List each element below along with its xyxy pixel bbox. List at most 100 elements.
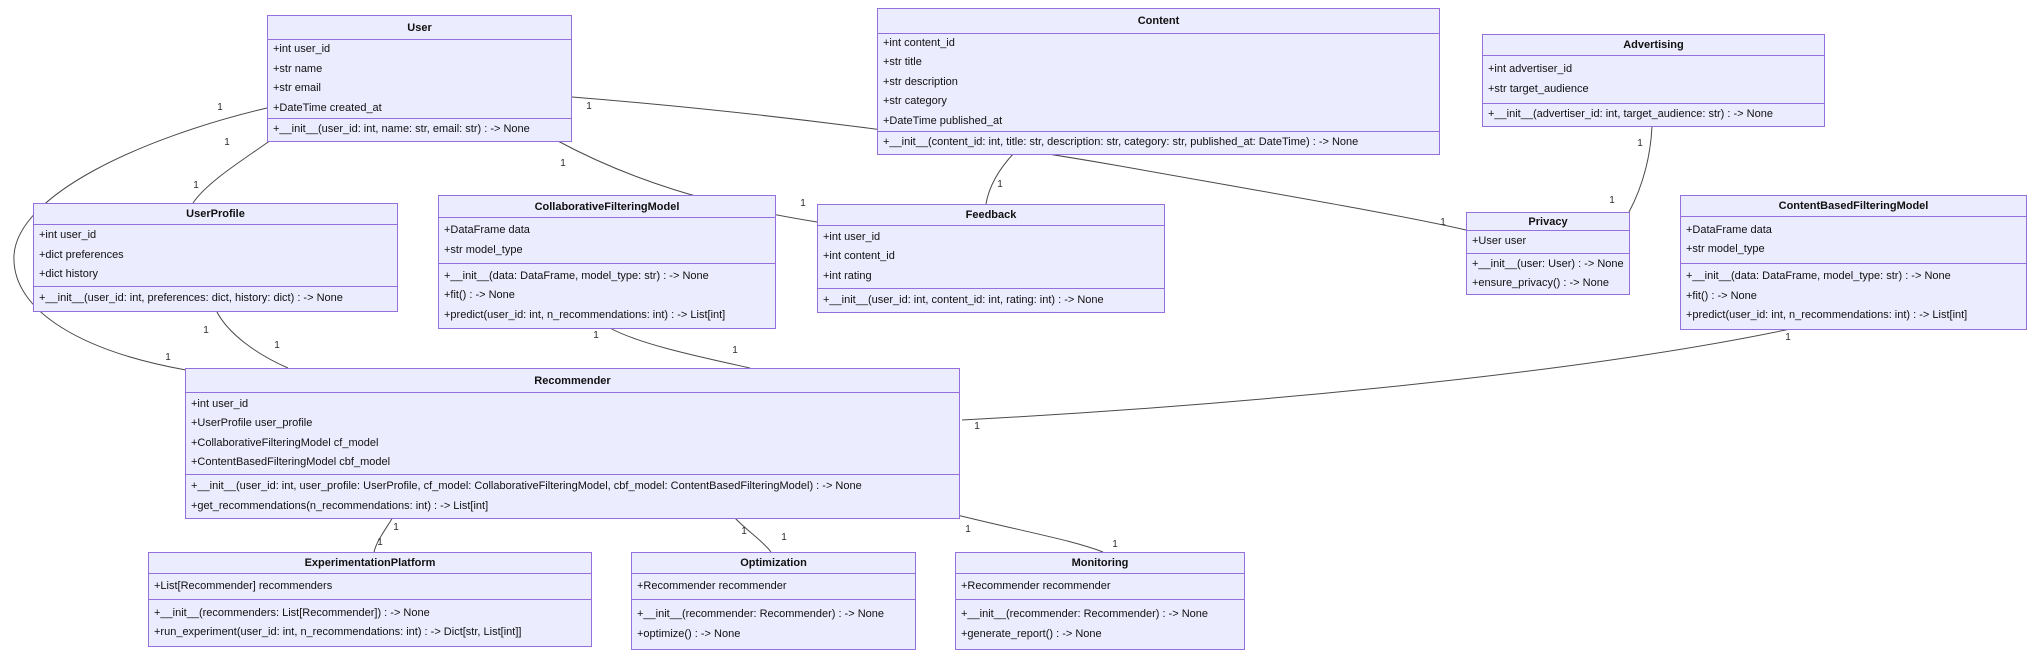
attribute-row: +dict preferences: [39, 248, 124, 261]
attribute-row: +str model_type: [444, 243, 523, 256]
attribute-row: +DataFrame data: [444, 224, 530, 236]
class-attributes: +Recommender recommender: [956, 574, 1244, 599]
method-row: +__init__(data: DataFrame, model_type: s…: [444, 269, 709, 282]
multiplicity-label: 1: [1785, 332, 1791, 343]
class-attributes: +int user_id +dict preferences +dict histo…: [34, 225, 397, 286]
class-title: Recommender: [186, 369, 959, 393]
class-title: ContentBasedFilteringModel: [1681, 196, 2026, 217]
multiplicity-label: 1: [1440, 217, 1446, 228]
multiplicity-label: 1: [165, 352, 171, 363]
multiplicity-label: 1: [393, 522, 399, 533]
attribute-row: +DateTime created_at: [273, 101, 382, 114]
method-row: +__init__(recommender: Recommender) : ->…: [961, 608, 1209, 620]
multiplicity-label: 1: [217, 102, 223, 113]
class-title: Feedback: [818, 205, 1164, 226]
attribute-row: +List[Recommender] recommenders: [154, 579, 333, 592]
class-methods: +__init__(user_id: int, preferences: dic…: [34, 286, 397, 311]
class-attributes: +int advertiser_id+str target_audience: [1483, 56, 1824, 103]
class-attributes: +int user_id+UserProfile user_profile+Co…: [186, 393, 959, 474]
class-methods: +__init__(user: User) : -> None +ensure_p…: [1467, 253, 1629, 294]
attribute-row: +str category: [883, 95, 947, 108]
method-row: +ensure_privacy() : -> None: [1472, 277, 1609, 289]
class-attributes: +User user: [1467, 231, 1629, 253]
attribute-row: +str target_audience: [1488, 82, 1589, 95]
attribute-row: +str name: [273, 62, 323, 75]
method-row: +__init__(user: User) : -> None: [1472, 257, 1624, 270]
class-title: UserProfile: [34, 204, 397, 225]
method-row: +__init__(user_id: int, content_id: int,…: [823, 293, 1104, 306]
edge-recommender-optimization: [733, 516, 772, 553]
class-methods: +__init__(user_id: int, name: str, email…: [268, 118, 571, 141]
method-row: +optimize() : -> None: [637, 627, 741, 640]
attribute-row: +dict history: [39, 268, 98, 281]
edge-contentbasedfilteringmodel-recommender: [961, 327, 1796, 421]
multiplicity-label: 1: [781, 532, 787, 543]
class-box-experimentationplatform: ExperimentationPlatform+List[Recommender…: [148, 552, 592, 647]
method-row: +generate_report() : -> None: [961, 627, 1102, 640]
class-methods: +__init__(content_id: int, title: str, d…: [878, 131, 1439, 154]
attribute-row: +Recommender recommender: [961, 579, 1111, 592]
attribute-row: +str title: [883, 56, 922, 69]
class-methods: +__init__(recommenders: List[Recommender…: [149, 599, 591, 646]
class-box-monitoring: Monitoring+Recommender recommender+__ini…: [955, 552, 1245, 650]
method-row: +__init__(user_id: int, user_profile: Us…: [191, 480, 862, 492]
multiplicity-label: 1: [1609, 195, 1615, 206]
method-row: +__init__(content_id: int, title: str, d…: [883, 136, 1359, 149]
attribute-row: +int user_id: [273, 43, 331, 55]
class-box-userprofile: UserProfile +int user_id +dict preferences…: [33, 203, 398, 312]
method-row: +fit() : -> None: [444, 289, 515, 302]
method-row: +__init__(user_id: int, name: str, email…: [273, 123, 530, 136]
multiplicity-label: 1: [997, 179, 1003, 190]
class-methods: +__init__(user_id: int, user_profile: Us…: [186, 474, 959, 518]
method-row: +predict(user_id: int, n_recommendations…: [1686, 309, 1968, 322]
multiplicity-label: 1: [224, 137, 230, 148]
multiplicity-label: 1: [586, 101, 592, 112]
attribute-row: +int user_id: [823, 230, 881, 243]
class-box-collaborativefilteringmodel: CollaborativeFilteringModel+DataFrame da…: [438, 195, 776, 329]
method-row: +__init__(user_id: int, preferences: dic…: [39, 292, 343, 305]
class-attributes: +int user_id+str name+str email+DateTime…: [268, 40, 571, 118]
method-row: +__init__(recommender: Recommender) : ->…: [637, 608, 885, 620]
multiplicity-label: 1: [974, 421, 980, 432]
method-row: +__init__(recommenders: List[Recommender…: [154, 606, 430, 619]
multiplicity-label: 1: [965, 524, 971, 535]
class-attributes: +DataFrame data+str model_type: [1681, 217, 2026, 263]
class-attributes: +int content_id +str title +str descriptio…: [878, 34, 1439, 131]
attribute-row: +User user: [1472, 235, 1527, 248]
attribute-row: +DateTime published_at: [883, 114, 1003, 127]
multiplicity-label: 1: [560, 158, 566, 169]
class-box-recommender: Recommender+int user_id+UserProfile user…: [185, 368, 960, 519]
class-box-privacy: Privacy +User user +__init__(user: User) :…: [1466, 212, 1630, 295]
class-box-optimization: Optimization +Recommender recommender +__i…: [631, 552, 916, 650]
method-row: +predict(user_id: int, n_recommendations…: [444, 308, 726, 321]
multiplicity-label: 1: [732, 345, 738, 356]
class-title: Content: [878, 9, 1439, 34]
edge-user-recommender: [13, 107, 268, 371]
multiplicity-label: 1: [377, 537, 383, 548]
method-row: +__init__(data: DataFrame, model_type: s…: [1686, 270, 1951, 283]
method-row: +__init__(advertiser_id: int, target_aud…: [1488, 108, 1773, 121]
edge-userprofile-recommender: [215, 309, 289, 369]
attribute-row: +CollaborativeFilteringModel cf_model: [191, 436, 379, 449]
attribute-row: +int content_id: [883, 36, 955, 49]
edge-collaborativefilteringmodel-recommender: [607, 326, 751, 369]
multiplicity-label: 1: [274, 340, 280, 351]
edge-recommender-experimentationplatform: [373, 516, 394, 553]
class-box-feedback: Feedback+int user_id+int content_id+int …: [817, 204, 1165, 313]
attribute-row: +DataFrame data: [1686, 223, 1772, 236]
class-title: Optimization: [632, 553, 915, 574]
multiplicity-label: 1: [203, 325, 209, 336]
edge-advertising-privacy: [1628, 124, 1653, 213]
class-title: Privacy: [1467, 213, 1629, 231]
attribute-row: +str description: [883, 75, 958, 88]
attribute-row: +int user_id: [39, 229, 97, 242]
attribute-row: +UserProfile user_profile: [191, 417, 313, 429]
multiplicity-label: 1: [741, 526, 747, 537]
class-box-advertising: Advertising+int advertiser_id+str target…: [1482, 34, 1825, 127]
method-row: +run_experiment(user_id: int, n_recommen…: [154, 626, 522, 638]
class-box-user: User+int user_id+str name+str email+Date…: [267, 15, 572, 142]
class-attributes: +Recommender recommender: [632, 574, 915, 599]
class-attributes: +List[Recommender] recommenders: [149, 574, 591, 599]
attribute-row: +Recommender recommender: [637, 579, 787, 592]
